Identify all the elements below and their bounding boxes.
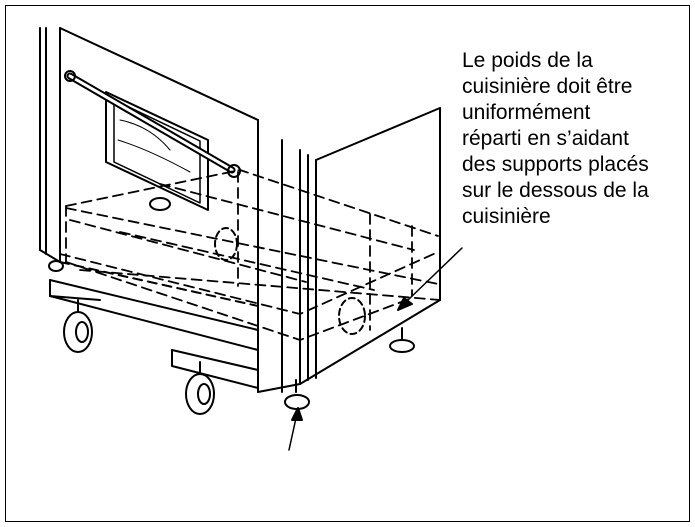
caption-line: uniformément bbox=[462, 101, 591, 124]
stove-base-outline-dashed bbox=[59, 169, 441, 341]
dolly-caster-rear bbox=[214, 227, 366, 335]
caption-line: réparti en s’aidant bbox=[462, 127, 629, 150]
dolly-caster-front-left bbox=[63, 299, 93, 353]
caption-line: Le poids de la bbox=[462, 49, 593, 72]
instruction-caption: Le poids de la cuisinière doit être unif… bbox=[462, 48, 682, 230]
dolly-platform bbox=[49, 279, 259, 389]
figure-frame bbox=[5, 5, 690, 522]
caption-line: des supports placés bbox=[462, 153, 649, 176]
door-handle bbox=[64, 70, 241, 178]
caption-line: cuisinière doit être bbox=[462, 75, 633, 98]
stove-corner-posts bbox=[257, 119, 317, 393]
stove-right-panel bbox=[299, 107, 441, 385]
caption-line: sur le dessous de la bbox=[462, 179, 649, 202]
dolly-caster-front-right bbox=[185, 361, 215, 415]
caption-line: cuisinière bbox=[462, 205, 551, 228]
oven-window bbox=[105, 91, 209, 211]
pointer-to-front-support bbox=[288, 407, 303, 451]
stove-side-panel bbox=[39, 27, 61, 263]
pointer-to-rear-support bbox=[397, 247, 463, 311]
